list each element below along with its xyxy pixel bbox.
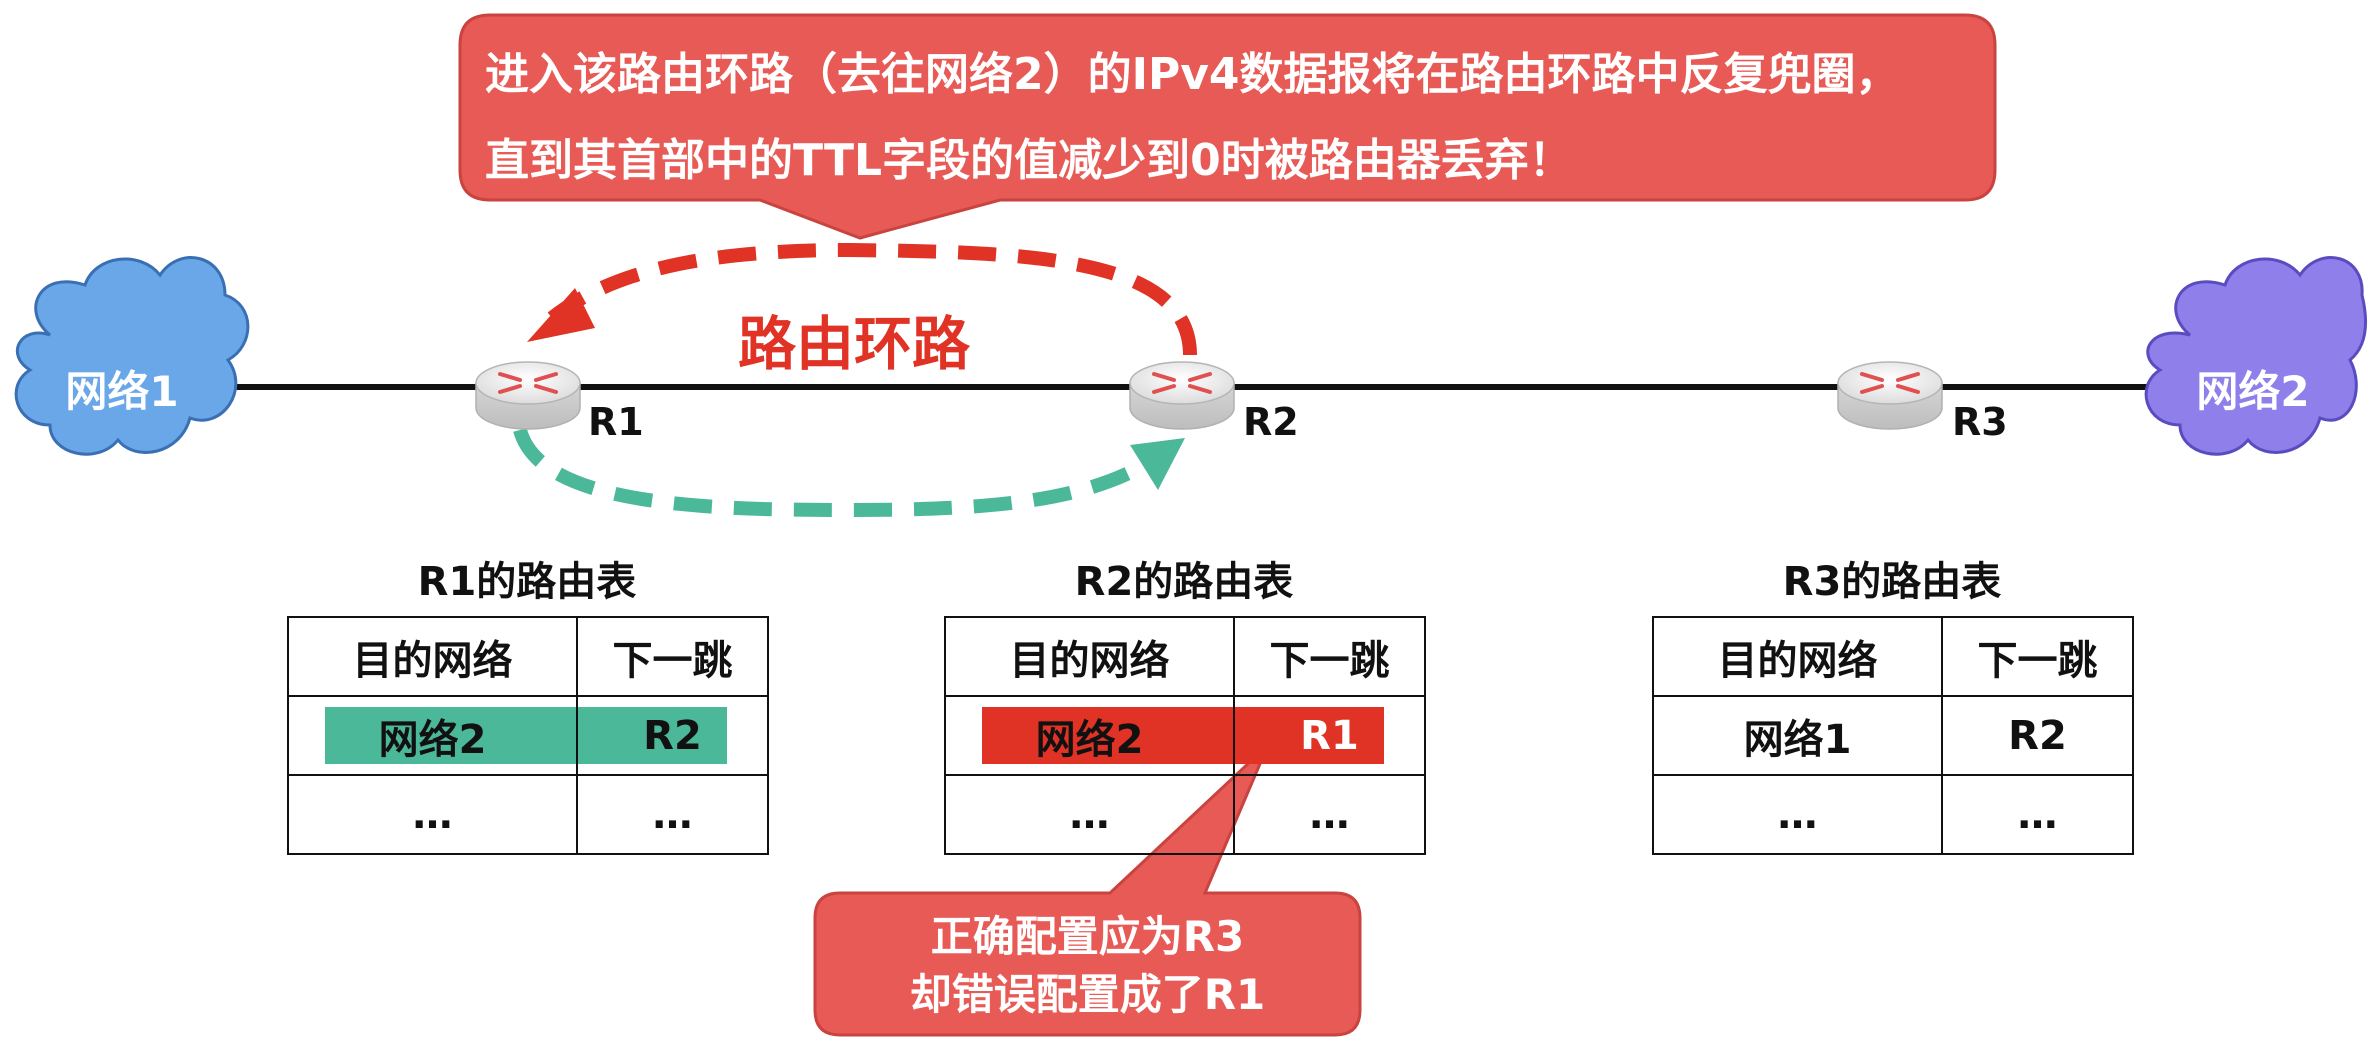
table-header-row: 目的网络 下一跳 [287, 616, 769, 697]
cell-destination: … [287, 774, 578, 855]
network-1-label: 网络1 [65, 367, 179, 416]
cell-destination: 网络1 [1652, 695, 1943, 776]
table-row: … … [287, 774, 769, 855]
table-row: … … [944, 774, 1426, 855]
loop-arrow-red [547, 242, 1197, 356]
cell-destination: … [1652, 774, 1943, 855]
r1-routing-table: 目的网络 下一跳 网络2 R2 … … [287, 616, 769, 855]
table-header-row: 目的网络 下一跳 [1652, 616, 2134, 697]
cell-next-hop: … [576, 774, 769, 855]
loop-arrowhead-red [527, 288, 595, 342]
table-header-row: 目的网络 下一跳 [944, 616, 1426, 697]
loop-arrowhead-green [1130, 438, 1185, 490]
cloud-network-2 [2144, 256, 2368, 456]
router-r3-icon [1837, 361, 1943, 430]
r3-routing-table: 目的网络 下一跳 网络1 R2 … … [1652, 616, 2134, 855]
cell-next-hop: R2 [1941, 695, 2134, 776]
network-2-label: 网络2 [2196, 367, 2310, 416]
cell-next-hop: … [1941, 774, 2134, 855]
r3-table-title: R3的路由表 [1782, 559, 2002, 605]
router-r2-label: R2 [1243, 400, 1299, 444]
table-row: 网络1 R2 [1652, 695, 2134, 776]
cell-next-hop: R2 [576, 695, 769, 776]
router-r2-icon [1129, 361, 1235, 430]
cell-destination: … [944, 774, 1235, 855]
row-highlight-green [325, 707, 576, 764]
top-callout-bubble [458, 13, 1997, 240]
cell-destination: 网络2 [287, 695, 578, 776]
table-row: … … [1652, 774, 2134, 855]
router-r1-label: R1 [588, 400, 644, 444]
top-callout-line-1: 进入该路由环路（去往网络2）的IPv4数据报将在路由环路中反复兜圈， [485, 49, 1900, 100]
cell-next-hop: … [1233, 774, 1426, 855]
r1-table-title: R1的路由表 [417, 559, 637, 605]
bottom-callout-line-2: 却错误配置成了R1 [909, 970, 1266, 1019]
table-row: 网络2 R2 [287, 695, 769, 776]
routing-loop-label: 路由环路 [738, 310, 971, 378]
header-next-hop: 下一跳 [1941, 616, 2134, 697]
loop-arrow-green [513, 427, 1154, 518]
row-highlight-green [578, 707, 727, 764]
header-destination: 目的网络 [287, 616, 578, 697]
top-callout-line-2: 直到其首部中的TTL字段的值减少到0时被路由器丢弃！ [485, 135, 1573, 186]
r2-table-title: R2的路由表 [1074, 559, 1294, 605]
header-destination: 目的网络 [1652, 616, 1943, 697]
cell-destination: 网络2 [944, 695, 1235, 776]
header-next-hop: 下一跳 [1233, 616, 1426, 697]
router-r1-icon [475, 361, 581, 430]
cell-next-hop: R1 [1233, 695, 1426, 776]
cloud-network-1 [14, 256, 250, 456]
row-highlight-red [1235, 707, 1384, 764]
router-r3-label: R3 [1952, 400, 2008, 444]
header-destination: 目的网络 [944, 616, 1235, 697]
table-row: 网络2 R1 [944, 695, 1426, 776]
r2-routing-table: 目的网络 下一跳 网络2 R1 … … [944, 616, 1426, 855]
row-highlight-red [982, 707, 1233, 764]
bottom-callout-line-1: 正确配置应为R3 [930, 912, 1245, 961]
header-next-hop: 下一跳 [576, 616, 769, 697]
